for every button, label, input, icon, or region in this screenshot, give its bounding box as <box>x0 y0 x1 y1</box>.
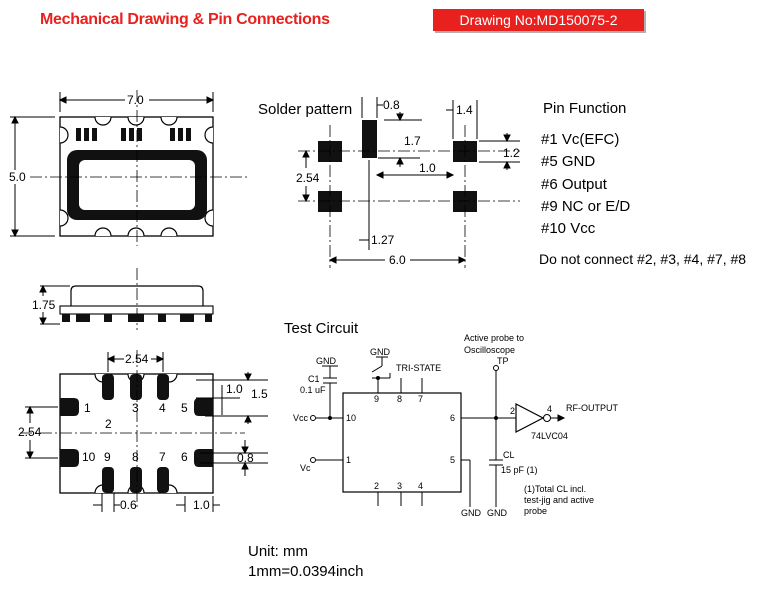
pin-5-label: 5 <box>181 401 188 415</box>
tc-pin-7: 7 <box>418 394 423 404</box>
tc-cl: CL <box>503 450 515 460</box>
pin-3-label: 3 <box>132 401 139 415</box>
solder-dim-127: 1.27 <box>371 233 395 247</box>
unit-conversion: 1mm=0.0394inch <box>248 563 364 580</box>
drawing-number-badge: Drawing No:MD150075-2 <box>433 9 644 31</box>
pin-function-item: #9 NC or E/D <box>541 198 631 215</box>
pin-function-item: #1 Vc(EFC) <box>541 131 620 148</box>
dim-pad-h: 1.5 <box>251 387 268 401</box>
tc-tp: TP <box>497 356 509 366</box>
dim-thickness: 1.75 <box>32 298 56 312</box>
dim-height: 5.0 <box>9 170 26 184</box>
tc-c1-value: 0.1 uF <box>300 385 326 395</box>
pin-2-label: 2 <box>105 417 112 431</box>
tc-pin-6: 6 <box>450 413 455 423</box>
side-view <box>39 268 214 330</box>
test-circuit-title: Test Circuit <box>284 320 359 337</box>
pin-7-label: 7 <box>159 450 166 464</box>
solder-dim-60: 6.0 <box>389 253 406 267</box>
solder-dim-12: 1.2 <box>503 146 520 160</box>
unit-label: Unit: mm <box>248 543 308 560</box>
tc-c1: C1 <box>308 374 320 384</box>
solder-dim-08: 0.8 <box>383 98 400 112</box>
tc-buffer: 74LVC04 <box>531 431 568 441</box>
tc-note-2: test-jig and active <box>524 495 594 505</box>
dim-pad-w: 1.0 <box>226 382 243 396</box>
tc-buf-in: 2 <box>510 406 515 416</box>
pin-10-label: 10 <box>82 450 96 464</box>
tc-gnd-switch: GND <box>370 347 391 357</box>
tc-vcc: Vcc <box>293 413 309 423</box>
tc-gnd-5: GND <box>461 508 482 518</box>
tc-tristate: TRI-STATE <box>396 363 441 373</box>
solder-pattern <box>298 97 520 268</box>
tc-probe-1: Active probe to <box>464 333 524 343</box>
dim-pitch-y: 2.54 <box>18 425 42 439</box>
top-view <box>10 90 250 246</box>
tc-pin-10: 10 <box>346 413 356 423</box>
tc-gnd-c1: GND <box>316 356 337 366</box>
tc-pin-2: 2 <box>374 481 379 491</box>
tc-probe-2: Oscilloscope <box>464 345 515 355</box>
bottom-view <box>20 350 268 512</box>
pin-1-label: 1 <box>84 401 91 415</box>
tc-pin-3: 3 <box>397 481 402 491</box>
tc-cl-value: 15 pF (1) <box>501 465 538 475</box>
solder-title: Solder pattern <box>258 101 352 118</box>
dim-pitch-x: 2.54 <box>125 352 149 366</box>
solder-dim-17: 1.7 <box>404 134 421 148</box>
pin-function-heading: Pin Function <box>543 100 627 117</box>
pin-function-item: #6 Output <box>541 176 607 193</box>
tc-rf-output: RF-OUTPUT <box>566 403 618 413</box>
dim-pad-w3: 1.0 <box>193 498 210 512</box>
pin-8-label: 8 <box>132 450 139 464</box>
tc-note-1: (1)Total CL incl. <box>524 484 586 494</box>
tc-pin-4: 4 <box>418 481 423 491</box>
tc-gnd-cl: GND <box>487 508 508 518</box>
tc-vc: Vc <box>300 463 311 473</box>
pin-function-note: Do not connect #2, #3, #4, #7, #8 <box>539 251 747 267</box>
solder-dim-254: 2.54 <box>296 171 320 185</box>
pin-function-item: #10 Vcc <box>541 220 596 237</box>
pin-4-label: 4 <box>159 401 166 415</box>
tc-pin-9: 9 <box>374 394 379 404</box>
tc-pin-5: 5 <box>450 455 455 465</box>
pin-6-label: 6 <box>181 450 188 464</box>
dim-pad-w2: 0.6 <box>120 498 137 512</box>
pin-function-item: #5 GND <box>541 153 596 170</box>
tc-note-3: probe <box>524 506 547 516</box>
tc-pin-8: 8 <box>397 394 402 404</box>
dim-pad-small: 0.8 <box>237 451 254 465</box>
solder-dim-14: 1.4 <box>456 103 473 117</box>
solder-dim-10: 1.0 <box>419 161 436 175</box>
dim-width: 7.0 <box>127 93 144 107</box>
pin-9-label: 9 <box>104 450 111 464</box>
tc-pin-1: 1 <box>346 455 351 465</box>
tc-buf-out: 4 <box>547 404 552 414</box>
page-title: Mechanical Drawing & Pin Connections <box>40 11 330 28</box>
test-circuit <box>310 356 566 507</box>
